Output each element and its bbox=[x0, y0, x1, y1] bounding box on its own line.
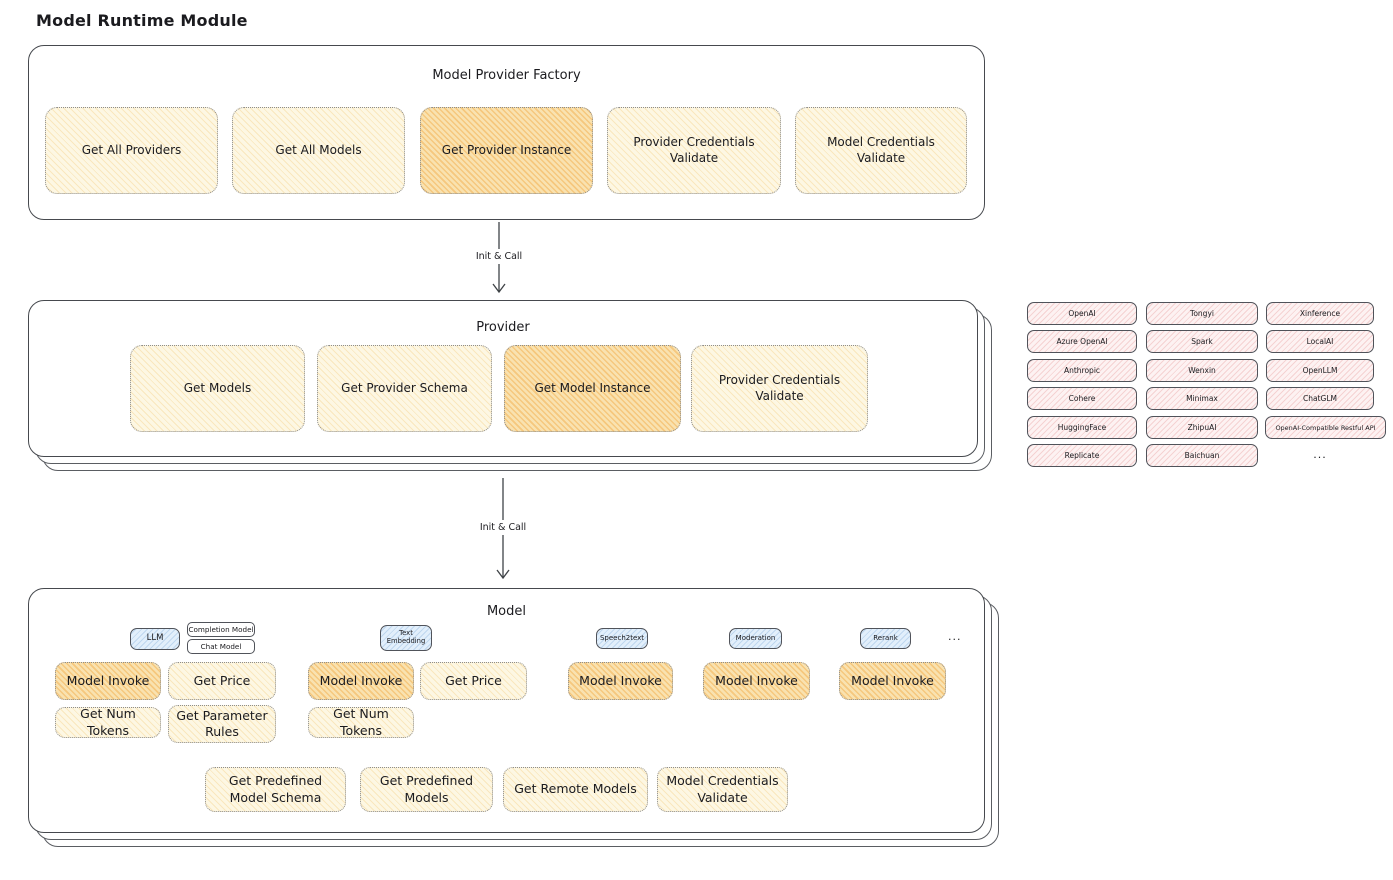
provider-cell-xinference: Xinference bbox=[1266, 302, 1374, 325]
init-call-label-1: Init & Call bbox=[471, 249, 527, 264]
provider-get-provider-schema: Get Provider Schema bbox=[317, 345, 492, 432]
model-credentials-validate: Model Credentials Validate bbox=[657, 767, 788, 812]
provider-get-models: Get Models bbox=[130, 345, 305, 432]
provider-cell-wenxin: Wenxin bbox=[1146, 359, 1258, 382]
model-tags-ellipsis: ... bbox=[948, 630, 962, 643]
tag-text-embedding: Text Embedding bbox=[380, 625, 432, 651]
page-title: Model Runtime Module bbox=[36, 11, 248, 30]
provider-cell-cohere: Cohere bbox=[1027, 387, 1137, 410]
provider-cell-minimax: Minimax bbox=[1146, 387, 1258, 410]
provider-cell-openllm: OpenLLM bbox=[1266, 359, 1374, 382]
providers-more-ellipsis: ... bbox=[1313, 448, 1327, 461]
provider-cell-chatglm: ChatGLM bbox=[1266, 387, 1374, 410]
embedding-get-num-tokens: Get Num Tokens bbox=[308, 706, 414, 738]
factory-model-credentials-validate: Model Credentials Validate bbox=[795, 107, 967, 194]
tag-completion-model: Completion Model bbox=[187, 622, 255, 637]
moderation-model-invoke: Model Invoke bbox=[703, 662, 810, 700]
init-call-label-2: Init & Call bbox=[475, 520, 531, 535]
provider-credentials-validate: Provider Credentials Validate bbox=[691, 345, 868, 432]
llm-get-price: Get Price bbox=[168, 662, 276, 700]
tag-speech2text: Speech2text bbox=[596, 628, 648, 649]
get-remote-models: Get Remote Models bbox=[503, 767, 648, 812]
provider-cell-localai: LocalAI bbox=[1266, 330, 1374, 353]
get-predefined-model-schema: Get Predefined Model Schema bbox=[205, 767, 346, 812]
rerank-model-invoke: Model Invoke bbox=[839, 662, 946, 700]
llm-get-num-tokens: Get Num Tokens bbox=[55, 706, 161, 738]
tag-rerank: Rerank bbox=[860, 628, 911, 649]
provider-cell-tongyi: Tongyi bbox=[1146, 302, 1258, 325]
provider-cell-anthropic: Anthropic bbox=[1027, 359, 1137, 382]
speech2text-model-invoke: Model Invoke bbox=[568, 662, 673, 700]
model-title: Model bbox=[486, 604, 527, 619]
provider-cell-baichuan: Baichuan bbox=[1146, 444, 1258, 467]
embedding-model-invoke: Model Invoke bbox=[308, 662, 414, 700]
provider-cell-replicate: Replicate bbox=[1027, 444, 1137, 467]
provider-cell-openai-compatible: OpenAI-Compatible Restful API bbox=[1265, 416, 1386, 439]
factory-provider-credentials-validate: Provider Credentials Validate bbox=[607, 107, 781, 194]
provider-title: Provider bbox=[476, 320, 530, 335]
llm-get-parameter-rules: Get Parameter Rules bbox=[168, 705, 276, 743]
provider-cell-huggingface: HuggingFace bbox=[1027, 416, 1137, 439]
provider-cell-zhipuai: ZhipuAI bbox=[1146, 416, 1258, 439]
factory-title: Model Provider Factory bbox=[432, 68, 581, 83]
factory-get-all-models: Get All Models bbox=[232, 107, 405, 194]
tag-llm: LLM bbox=[130, 628, 180, 650]
llm-model-invoke: Model Invoke bbox=[55, 662, 161, 700]
tag-moderation: Moderation bbox=[729, 628, 782, 649]
provider-cell-azure-openai: Azure OpenAI bbox=[1027, 330, 1137, 353]
provider-cell-openai: OpenAI bbox=[1027, 302, 1137, 325]
factory-get-provider-instance: Get Provider Instance bbox=[420, 107, 593, 194]
tag-chat-model: Chat Model bbox=[187, 639, 255, 654]
provider-get-model-instance: Get Model Instance bbox=[504, 345, 681, 432]
embedding-get-price: Get Price bbox=[420, 662, 527, 700]
factory-get-all-providers: Get All Providers bbox=[45, 107, 218, 194]
get-predefined-models: Get Predefined Models bbox=[360, 767, 493, 812]
provider-cell-spark: Spark bbox=[1146, 330, 1258, 353]
